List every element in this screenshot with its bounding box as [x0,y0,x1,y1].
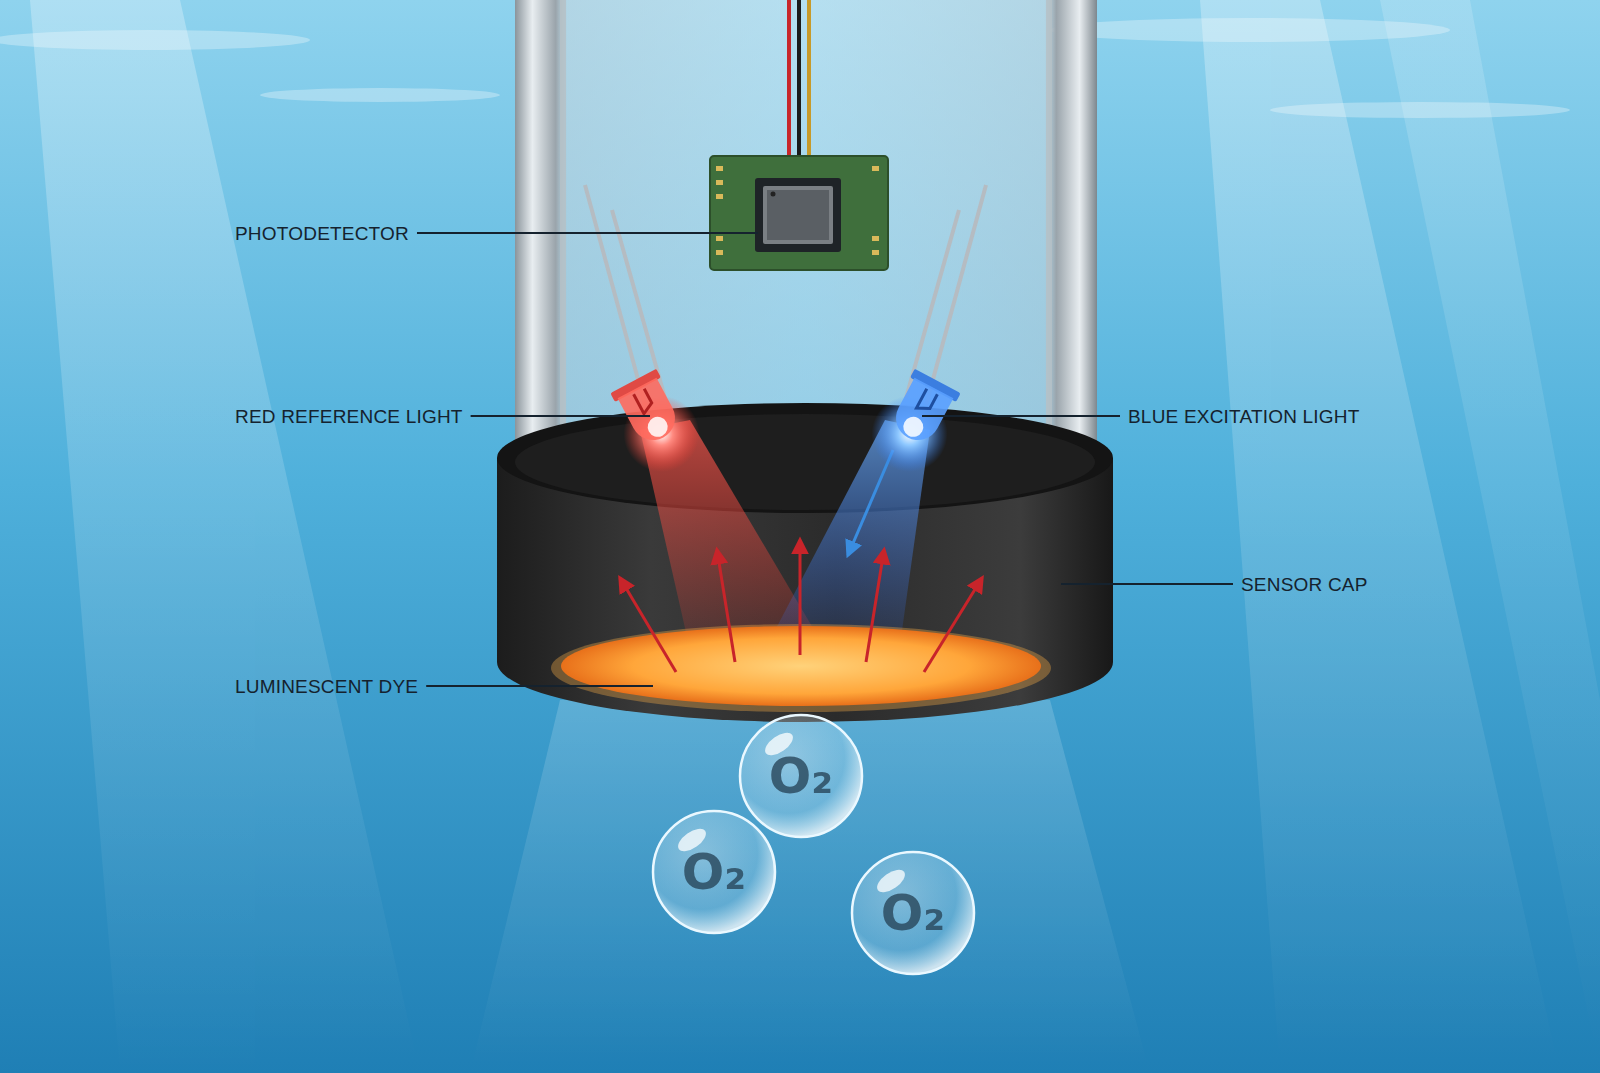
part-label: RED REFERENCE LIGHT [235,407,463,426]
bubble-label: O₂ [682,843,746,901]
leader-line [922,415,1120,417]
part-label: SENSOR CAP [1241,575,1368,594]
leader-line [1061,583,1233,585]
leader-line [471,415,650,417]
leader-line [417,232,758,234]
bubble-label: O₂ [769,747,833,805]
oxygen-bubble: O₂ [849,849,977,977]
part-label: PHOTODETECTOR [235,224,409,243]
oxygen-bubble: O₂ [737,712,865,840]
part-label: BLUE EXCITATION LIGHT [1128,407,1360,426]
bubble-label: O₂ [881,884,945,942]
oxygen-bubble: O₂ [650,808,778,936]
part-label: LUMINESCENT DYE [235,677,418,696]
leader-line [426,685,653,687]
